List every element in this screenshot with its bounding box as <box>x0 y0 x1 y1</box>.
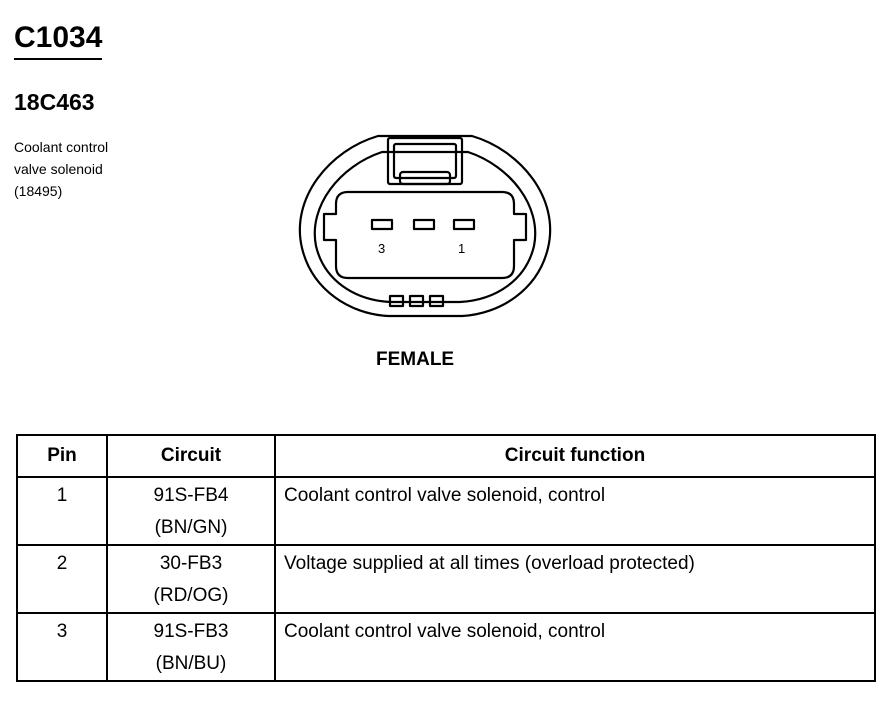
terminal-2 <box>412 218 436 231</box>
connector-id: C1034 <box>14 20 103 60</box>
locking-latch <box>398 170 452 186</box>
wire-color: (BN/GN) <box>154 517 228 538</box>
column-header-circuit: Circuit <box>106 434 276 478</box>
circuit-function: Coolant control valve solenoid, control <box>274 612 876 682</box>
terminal-3 <box>370 218 394 231</box>
pin-label-1: 1 <box>458 241 465 256</box>
description-line: Coolant control <box>14 139 109 155</box>
vent-slot <box>388 294 405 308</box>
vent-slot <box>408 294 425 308</box>
pin-label-3: 3 <box>378 241 385 256</box>
pin-number: 3 <box>16 612 108 682</box>
part-number: 18C463 <box>14 89 95 115</box>
connector-inner-housing <box>313 150 537 304</box>
column-header-pin: Pin <box>16 434 108 478</box>
table-row: 1 91S-FB4 (BN/GN) Coolant control valve … <box>16 476 876 546</box>
circuit-function: Voltage supplied at all times (overload … <box>274 544 876 614</box>
pin-number: 1 <box>16 476 108 546</box>
pinout-table: Pin Circuit Circuit function 1 91S-FB4 (… <box>16 434 876 682</box>
pin-number: 2 <box>16 544 108 614</box>
terminal-1 <box>452 218 476 231</box>
circuit-id: 30-FB3 <box>159 553 223 574</box>
wire-color: (RD/OG) <box>153 585 229 606</box>
circuit-id: 91S-FB4 <box>153 485 229 506</box>
table-row: 3 91S-FB3 (BN/BU) Coolant control valve … <box>16 612 876 682</box>
circuit-cell: 91S-FB4 (BN/GN) <box>106 476 276 546</box>
circuit-function: Coolant control valve solenoid, control <box>274 476 876 546</box>
circuit-cell: 91S-FB3 (BN/BU) <box>106 612 276 682</box>
column-header-function: Circuit function <box>274 434 876 478</box>
circuit-cell: 30-FB3 (RD/OG) <box>106 544 276 614</box>
connector-description: Coolant control valve solenoid (18495) <box>14 136 108 202</box>
table-header-row: Pin Circuit Circuit function <box>16 434 876 478</box>
locking-tab-inner <box>392 142 458 180</box>
connector-gender: FEMALE <box>376 349 455 370</box>
connector-face-diagram: 3 1 <box>298 134 552 318</box>
vent-slot <box>428 294 445 308</box>
description-line: valve solenoid <box>14 161 103 177</box>
plug-body <box>322 190 528 280</box>
description-line: (18495) <box>14 183 63 199</box>
connector-outer-housing <box>298 134 552 318</box>
wire-color: (BN/BU) <box>155 653 227 674</box>
circuit-id: 91S-FB3 <box>153 621 229 642</box>
table-row: 2 30-FB3 (RD/OG) Voltage supplied at all… <box>16 544 876 614</box>
